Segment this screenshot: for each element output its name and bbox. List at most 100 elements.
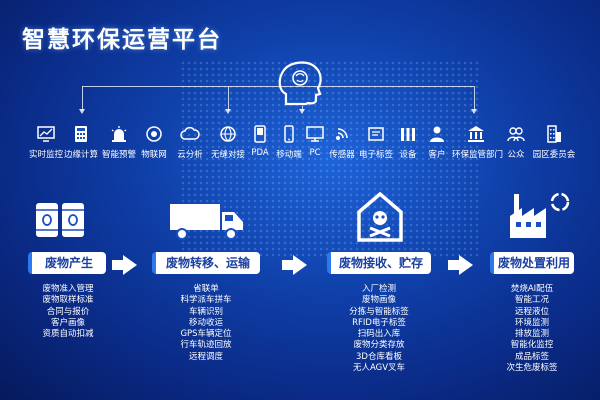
tool-cloud-analysis[interactable]: 云分析 (166, 124, 214, 160)
list-item: 分拣与智能标签 (349, 306, 409, 317)
flow-arrow (282, 260, 294, 270)
tool-smart-alert[interactable]: 智能预警 (95, 124, 143, 160)
stage-1-item-list: 省联单 科学派车拼车 车辆识别 移动收运 GPS车辆定位 行车轨迹回放 远程调度 (156, 284, 256, 363)
tool-label: 客户 (428, 150, 446, 160)
smartphone-icon (284, 125, 294, 143)
page-title: 智慧环保运营平台 (22, 27, 222, 53)
stage-2-item-list: 入厂检测 废物画像 分拣与智能标签 RFID电子标签 扫码出入库 废物分类存放 … (329, 284, 429, 374)
tool-label: 实时监控 (28, 150, 63, 160)
tool-seamless-integration[interactable]: 无缝对接 (204, 124, 252, 160)
truck-icon (170, 204, 243, 240)
list-item: 客户画像 (50, 317, 85, 328)
tool-label: 边缘计算 (63, 150, 98, 160)
flow-arrow (123, 255, 137, 275)
tool-label: PDA (251, 148, 269, 158)
government-building-icon (468, 126, 484, 142)
tool-mobile[interactable]: 移动端 (265, 124, 313, 160)
list-item: RFID电子标签 (352, 317, 406, 328)
list-item: 焚烧AI配伍 (510, 284, 554, 294)
connector-line (82, 86, 474, 87)
list-item: 成品标签 (514, 351, 549, 362)
tool-pda[interactable]: PDA (236, 124, 284, 158)
tool-label: 设备 (399, 150, 417, 160)
person-icon (430, 126, 444, 142)
ai-brain-head-icon (278, 61, 322, 106)
list-item: 无人AGV叉车 (352, 363, 406, 374)
office-building-icon (547, 125, 561, 143)
list-item: 远程调度 (188, 351, 223, 362)
tool-label: 智能预警 (101, 150, 136, 160)
list-item: 合同与报价 (46, 306, 90, 317)
waste-barrels-icon (36, 203, 84, 237)
list-item: 入厂检测 (361, 284, 396, 294)
list-item: 3D仓库看板 (356, 351, 402, 362)
people-group-icon (507, 127, 525, 142)
connector-arrow (299, 106, 305, 114)
list-item: 废物准入管理 (42, 284, 94, 294)
iot-sensor-icon (146, 126, 162, 142)
stage-waste-transport[interactable]: 废物转移、运输 (152, 252, 260, 274)
list-item: 排放监测 (514, 329, 549, 340)
connector-arrow (225, 86, 231, 114)
list-item: 废物分类存放 (353, 340, 405, 351)
stage-waste-storage[interactable]: 废物接收、贮存 (327, 252, 431, 274)
recycling-factory-icon (510, 192, 570, 238)
tool-sensor[interactable]: 传感器 (318, 124, 366, 160)
stage-0-item-list: 废物准入管理 废物取样标准 合同与报价 客户画像 资质自动扣减 (18, 284, 118, 340)
list-item: 扫码出入库 (357, 329, 401, 340)
flow-arrow (459, 255, 473, 275)
tool-label: 传感器 (329, 150, 355, 160)
list-item: 车辆识别 (188, 306, 223, 317)
list-item: GPS车辆定位 (180, 329, 232, 340)
list-item: 移动收运 (188, 317, 223, 328)
list-item: 废物画像 (361, 295, 396, 306)
list-item: 智能化监控 (510, 340, 554, 351)
connector-arrow (471, 86, 477, 114)
list-item: 资质自动扣减 (42, 329, 94, 340)
tool-customer[interactable]: 客户 (413, 124, 461, 160)
tool-pc[interactable]: PC (291, 124, 339, 158)
tool-label: PC (309, 148, 321, 158)
tool-edge-computing[interactable]: 边缘计算 (57, 124, 105, 160)
tool-label: 园区委员会 (532, 150, 576, 160)
tool-environmental-regulator[interactable]: 环保监管部门 (452, 124, 504, 160)
list-item: 智能工况 (514, 295, 549, 306)
tool-realtime-monitoring[interactable]: 实时监控 (22, 124, 70, 160)
calculator-icon (75, 126, 87, 142)
sensor-waves-icon (336, 128, 348, 140)
tool-label: 云分析 (177, 150, 203, 160)
connector-arrow (79, 86, 85, 114)
tool-public[interactable]: 公众 (492, 124, 540, 160)
flow-arrow (293, 255, 307, 275)
link-globe-icon (220, 126, 236, 142)
tool-label: 公众 (507, 150, 525, 160)
equipment-bars-icon (401, 128, 415, 141)
list-item: 省联单 (193, 284, 219, 294)
rfid-tag-icon (368, 127, 384, 141)
list-item: 废物取样标准 (42, 295, 94, 306)
tool-label: 物联网 (141, 150, 167, 160)
tool-label: 移动端 (276, 150, 302, 160)
stage-waste-generation[interactable]: 废物产生 (28, 252, 106, 274)
tool-label: 环保监管部门 (452, 150, 504, 160)
tool-equipment[interactable]: 设备 (384, 124, 432, 160)
tool-label: 无缝对接 (210, 150, 245, 160)
tool-park-committee[interactable]: 园区委员会 (530, 124, 578, 160)
cloud-icon (180, 126, 200, 140)
flow-arrow (448, 260, 460, 270)
tool-iot[interactable]: 物联网 (130, 124, 178, 160)
desktop-pc-icon (306, 126, 324, 142)
list-item: 行车轨迹回放 (180, 340, 232, 351)
tool-rfid[interactable]: 电子标签 (352, 124, 400, 160)
list-item: 远程液位 (514, 306, 549, 317)
list-item: 科学派车拼车 (180, 295, 232, 306)
monitor-chart-icon (37, 126, 55, 142)
pda-device-icon (254, 125, 266, 143)
hazard-warehouse-icon (357, 191, 403, 242)
alarm-light-icon (111, 126, 127, 142)
stage-waste-disposal[interactable]: 废物处置利用 (490, 252, 574, 274)
list-item: 环境监测 (514, 317, 549, 328)
list-item: 次生危废标签 (506, 363, 558, 374)
flow-arrow (112, 260, 124, 270)
tool-label: 电子标签 (358, 150, 393, 160)
